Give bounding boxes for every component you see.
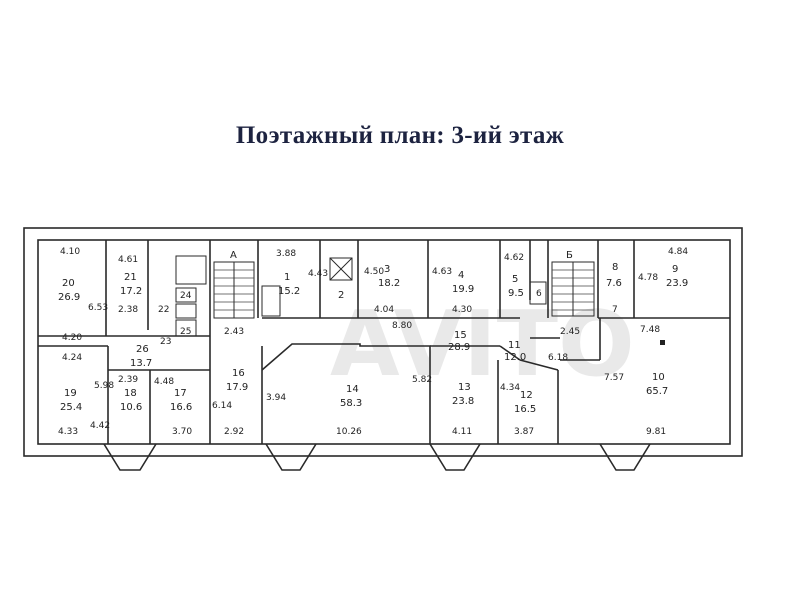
dimension-labels: 4.10 4.61 6.53 2.38 4.20 4.24 5.98 2.39 … [58, 247, 688, 437]
room-number: 11 [508, 340, 521, 351]
stairs-a [213, 261, 255, 319]
room-area: 23.8 [452, 396, 474, 407]
stair-b-label: Б [566, 250, 573, 261]
bay-windows [103, 443, 651, 471]
room-area: 26.9 [58, 292, 80, 303]
room-number: 8 [612, 262, 618, 273]
room-number: 10 [652, 372, 665, 383]
dimension: 4.62 [504, 253, 524, 263]
dimension: 7.48 [640, 325, 660, 335]
room-number: 14 [346, 384, 359, 395]
dimension: 10.26 [336, 427, 362, 437]
dimension: 4.78 [638, 273, 658, 283]
room-area: 15.2 [278, 286, 300, 297]
dimension: 5.98 [94, 381, 114, 391]
room-number: 22 [158, 305, 169, 315]
room-number: 1 [284, 272, 290, 283]
room-number: 26 [136, 344, 149, 355]
room-area: 58.3 [340, 398, 362, 409]
room-number: 13 [458, 382, 471, 393]
dimension: 4.50 [364, 267, 384, 277]
dimension: 4.11 [452, 427, 472, 437]
room-area: 17.9 [226, 382, 248, 393]
room-number: 9 [672, 264, 678, 275]
dimension: 4.43 [308, 269, 328, 279]
room-number: 6 [536, 289, 542, 299]
room-number: 20 [62, 278, 75, 289]
dimension: 4.34 [500, 383, 520, 393]
outer-wall-outer [23, 227, 743, 457]
room-area: 65.7 [646, 386, 668, 397]
room-area: 16.5 [514, 404, 536, 415]
room-number: 4 [458, 270, 464, 281]
room-area: 9.5 [508, 288, 524, 299]
dimension: 8.80 [392, 321, 412, 331]
stairs-b [551, 261, 595, 317]
dimension: 2.92 [224, 427, 244, 437]
room-area: 19.9 [452, 284, 474, 295]
marker-square [660, 340, 665, 345]
room-number: 12 [520, 390, 533, 401]
dimension: 4.30 [452, 305, 472, 315]
dimension: 4.04 [374, 305, 394, 315]
room-area: 23.9 [666, 278, 688, 289]
room-area: 17.2 [120, 286, 142, 297]
dimension: 6.53 [88, 303, 108, 313]
dimension: 4.24 [62, 353, 82, 363]
dimension: 2.39 [118, 375, 138, 385]
dimension: 3.87 [514, 427, 534, 437]
room-number: 3 [384, 264, 390, 275]
dimension: 4.33 [58, 427, 78, 437]
dimension: 3.88 [276, 249, 296, 259]
room-area: 7.6 [606, 278, 622, 289]
room-number: 23 [160, 337, 171, 347]
dimension: 4.20 [62, 333, 82, 343]
room-area: 10.6 [120, 402, 142, 413]
room-number: 7 [612, 305, 618, 315]
dimension: 6.18 [548, 353, 568, 363]
stair-a-label: А [230, 250, 237, 261]
outer-wall-inner [37, 239, 731, 445]
room-number: 17 [174, 388, 187, 399]
plan-title: Поэтажный план: 3-ий этаж [235, 122, 565, 149]
dimension: 4.42 [90, 421, 110, 431]
room-area: 16.6 [170, 402, 192, 413]
dimension: 4.48 [154, 377, 174, 387]
room-number: 24 [180, 291, 192, 301]
room-number: 5 [512, 274, 518, 285]
dimension: 5.82 [412, 375, 432, 385]
room-number: 16 [232, 368, 245, 379]
room-number: 2 [338, 290, 344, 301]
room-area: 13.7 [130, 358, 152, 369]
dimension: 4.61 [118, 255, 138, 265]
room-area: 18.2 [378, 278, 400, 289]
room-number: 21 [124, 272, 137, 283]
dimension: 7.57 [604, 373, 624, 383]
dimension: 2.45 [560, 327, 580, 337]
room-number: 19 [64, 388, 77, 399]
utility-rooms [175, 255, 547, 337]
dimension: 4.84 [668, 247, 688, 257]
dimension: 9.81 [646, 427, 666, 437]
dimension: 4.63 [432, 267, 452, 277]
dimension: 3.94 [266, 393, 286, 403]
room-number: 15 [454, 330, 467, 341]
dimension: 6.14 [212, 401, 232, 411]
dimension: 2.43 [224, 327, 244, 337]
room-labels: 20 26.9 21 17.2 1 15.2 2 3 18.2 4 19.9 5… [58, 262, 688, 415]
dimension: 4.10 [60, 247, 80, 257]
watermark: AVITO [330, 292, 635, 397]
dimension: 2.38 [118, 305, 138, 315]
room-area: 25.4 [60, 402, 82, 413]
room-area: 28.9 [448, 342, 470, 353]
room-area: 12.0 [504, 352, 526, 363]
dimension: 3.70 [172, 427, 192, 437]
room-number: 25 [180, 327, 191, 337]
room-number: 18 [124, 388, 137, 399]
